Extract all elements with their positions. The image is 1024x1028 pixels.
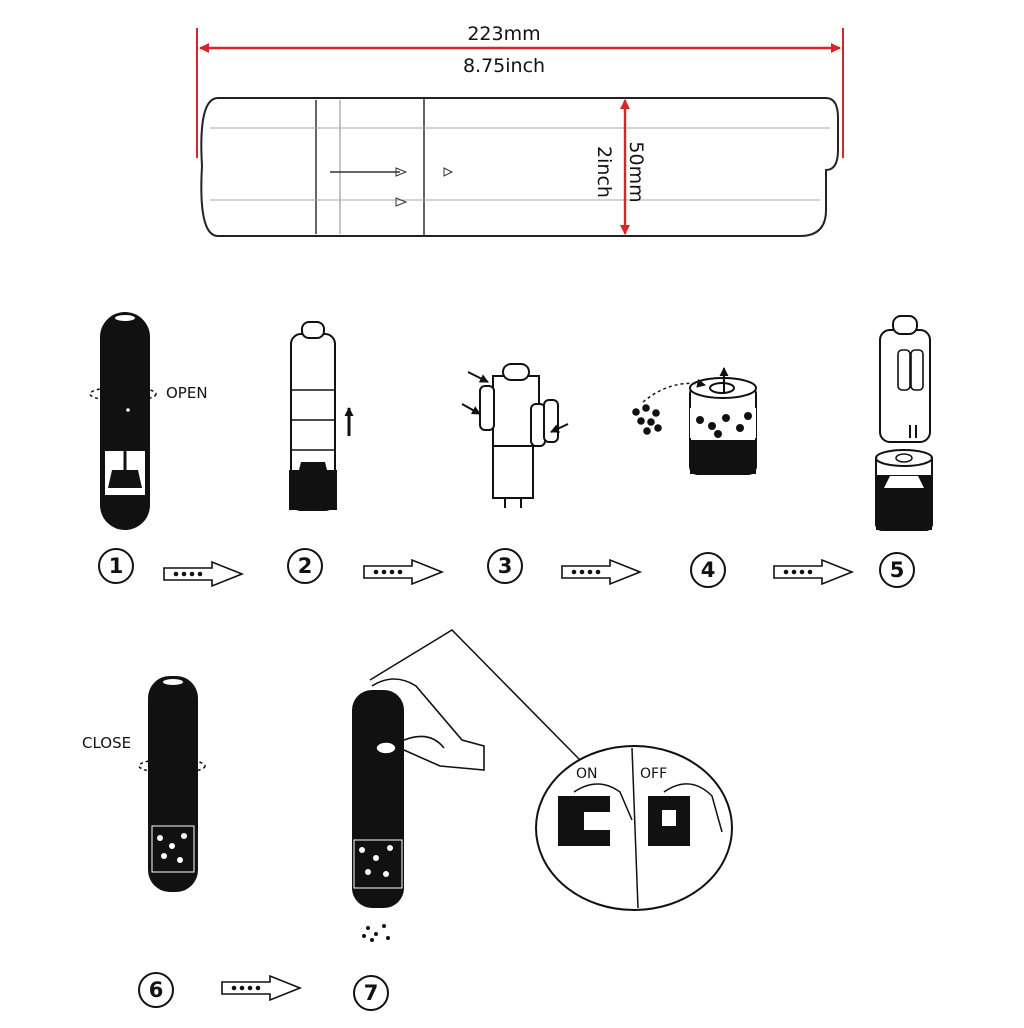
dimension-arrows bbox=[196, 28, 844, 235]
step-badge-5: 5 bbox=[879, 552, 915, 588]
step-badge-3: 3 bbox=[487, 548, 523, 584]
close-label: CLOSE bbox=[82, 734, 131, 752]
step-1-illustration bbox=[89, 312, 157, 530]
step-number: 2 bbox=[298, 554, 313, 578]
step-2-illustration bbox=[289, 321, 354, 511]
flow-arrow-1-2 bbox=[163, 561, 243, 587]
step-number: 4 bbox=[701, 558, 716, 582]
step-3-illustration bbox=[461, 363, 569, 508]
off-label: OFF bbox=[640, 766, 667, 782]
flow-arrow-2-3 bbox=[363, 559, 443, 585]
step-number: 1 bbox=[109, 554, 124, 578]
flow-arrow-6-7 bbox=[221, 975, 301, 1001]
open-label: OPEN bbox=[166, 384, 208, 402]
length-mm-label: 223mm bbox=[467, 23, 540, 45]
diameter-mm-label: 50mm bbox=[625, 141, 647, 202]
step-4-illustration bbox=[632, 367, 757, 475]
grinder-dimension-drawing bbox=[200, 97, 839, 237]
step-badge-6: 6 bbox=[138, 972, 174, 1008]
step-7-illustration bbox=[352, 629, 581, 942]
diameter-inch-label: 2inch bbox=[593, 146, 615, 198]
step-badge-2: 2 bbox=[287, 548, 323, 584]
peppercorns bbox=[632, 404, 662, 435]
on-label: ON bbox=[576, 766, 598, 782]
step-badge-4: 4 bbox=[690, 552, 726, 588]
step-number: 5 bbox=[890, 558, 905, 582]
ground-pepper bbox=[362, 924, 390, 942]
step-5-illustration bbox=[875, 315, 933, 531]
step-number: 6 bbox=[149, 978, 164, 1002]
on-off-detail bbox=[535, 745, 733, 911]
hand-sketch bbox=[371, 678, 485, 771]
step-number: 7 bbox=[364, 981, 379, 1005]
length-inch-label: 8.75inch bbox=[463, 55, 545, 77]
step-badge-1: 1 bbox=[98, 548, 134, 584]
flow-arrow-3-4 bbox=[561, 559, 641, 585]
step-badge-7: 7 bbox=[353, 975, 389, 1011]
step-6-illustration bbox=[138, 676, 206, 892]
flow-arrow-4-5 bbox=[773, 559, 853, 585]
step-number: 3 bbox=[498, 554, 513, 578]
